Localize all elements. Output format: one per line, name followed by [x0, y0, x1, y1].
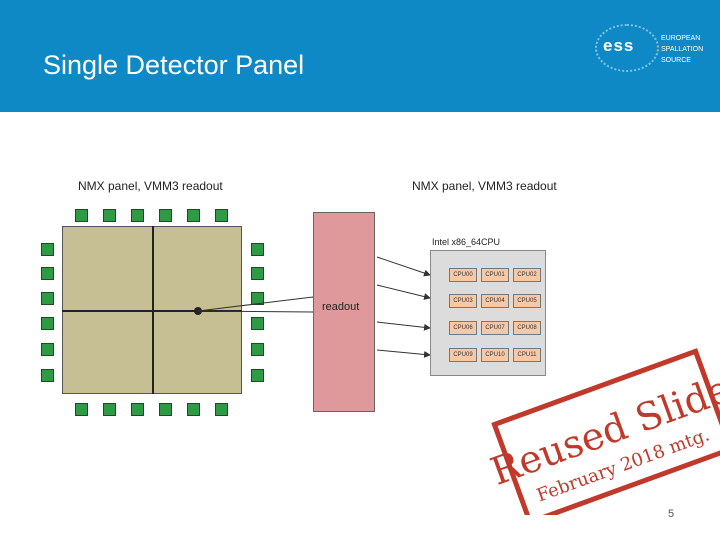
- panel-to-readout-line-1: [197, 296, 314, 312]
- readout-arrow-1: [376, 256, 431, 277]
- readout-arrow-2: [376, 284, 431, 300]
- connector-left-1: [41, 243, 54, 256]
- connector-right-1: [251, 243, 264, 256]
- logo-ring-icon: [595, 24, 659, 72]
- panel-label-right: NMX panel, VMM3 readout: [412, 179, 557, 193]
- connector-left-4: [41, 317, 54, 330]
- connector-top-6: [215, 209, 228, 222]
- readout-box: [313, 212, 375, 412]
- readout-label: readout: [322, 301, 360, 313]
- page-number: 5: [668, 508, 675, 520]
- logo-line-3: SOURCE: [661, 57, 691, 64]
- connector-top-4: [159, 209, 172, 222]
- connector-bottom-3: [131, 403, 144, 416]
- connector-left-6: [41, 369, 54, 382]
- cpu-core: CPU11: [513, 348, 541, 362]
- cpu-core: CPU06: [449, 321, 477, 335]
- cpu-core: CPU07: [481, 321, 509, 335]
- logo-line-1: EUROPEAN: [661, 35, 701, 42]
- cpu-core: CPU04: [481, 294, 509, 308]
- readout-arrow-3: [376, 321, 431, 331]
- header-bar: Single Detector Panel ess EUROPEAN SPALL…: [0, 0, 720, 112]
- connector-bottom-6: [215, 403, 228, 416]
- connector-top-1: [75, 209, 88, 222]
- cpu-core: CPU00: [449, 268, 477, 282]
- connector-left-5: [41, 343, 54, 356]
- page-title: Single Detector Panel: [43, 50, 305, 80]
- logo-text: EUROPEAN SPALLATION SOURCE: [661, 33, 703, 66]
- logo-mark: ess: [603, 36, 635, 55]
- connector-right-5: [251, 343, 264, 356]
- connector-top-5: [187, 209, 200, 222]
- panel-divider-horizontal: [62, 310, 242, 312]
- connector-top-3: [131, 209, 144, 222]
- connector-bottom-1: [75, 403, 88, 416]
- cpu-core: CPU09: [449, 348, 477, 362]
- cpu-title: Intel x86_64CPU: [432, 237, 501, 247]
- panel-label-left: NMX panel, VMM3 readout: [78, 179, 223, 193]
- cpu-core: CPU03: [449, 294, 477, 308]
- stamp-border: [491, 348, 720, 515]
- panel-to-readout-line-2: [197, 310, 314, 313]
- readout-arrow-4: [376, 349, 431, 358]
- cpu-core: CPU10: [481, 348, 509, 362]
- connector-left-3: [41, 292, 54, 305]
- connector-left-2: [41, 267, 54, 280]
- connector-right-3: [251, 292, 264, 305]
- connector-bottom-2: [103, 403, 116, 416]
- connector-top-2: [103, 209, 116, 222]
- cpu-core: CPU01: [481, 268, 509, 282]
- cpu-core: CPU02: [513, 268, 541, 282]
- connector-right-2: [251, 267, 264, 280]
- reused-slide-stamp: Reused Slide February 2018 mtg.: [485, 348, 720, 515]
- ess-logo: ess EUROPEAN SPALLATION SOURCE: [595, 24, 705, 74]
- connector-right-6: [251, 369, 264, 382]
- connector-bottom-4: [159, 403, 172, 416]
- cpu-core: CPU05: [513, 294, 541, 308]
- cpu-core: CPU08: [513, 321, 541, 335]
- connector-right-4: [251, 317, 264, 330]
- logo-line-2: SPALLATION: [661, 46, 704, 53]
- connector-bottom-5: [187, 403, 200, 416]
